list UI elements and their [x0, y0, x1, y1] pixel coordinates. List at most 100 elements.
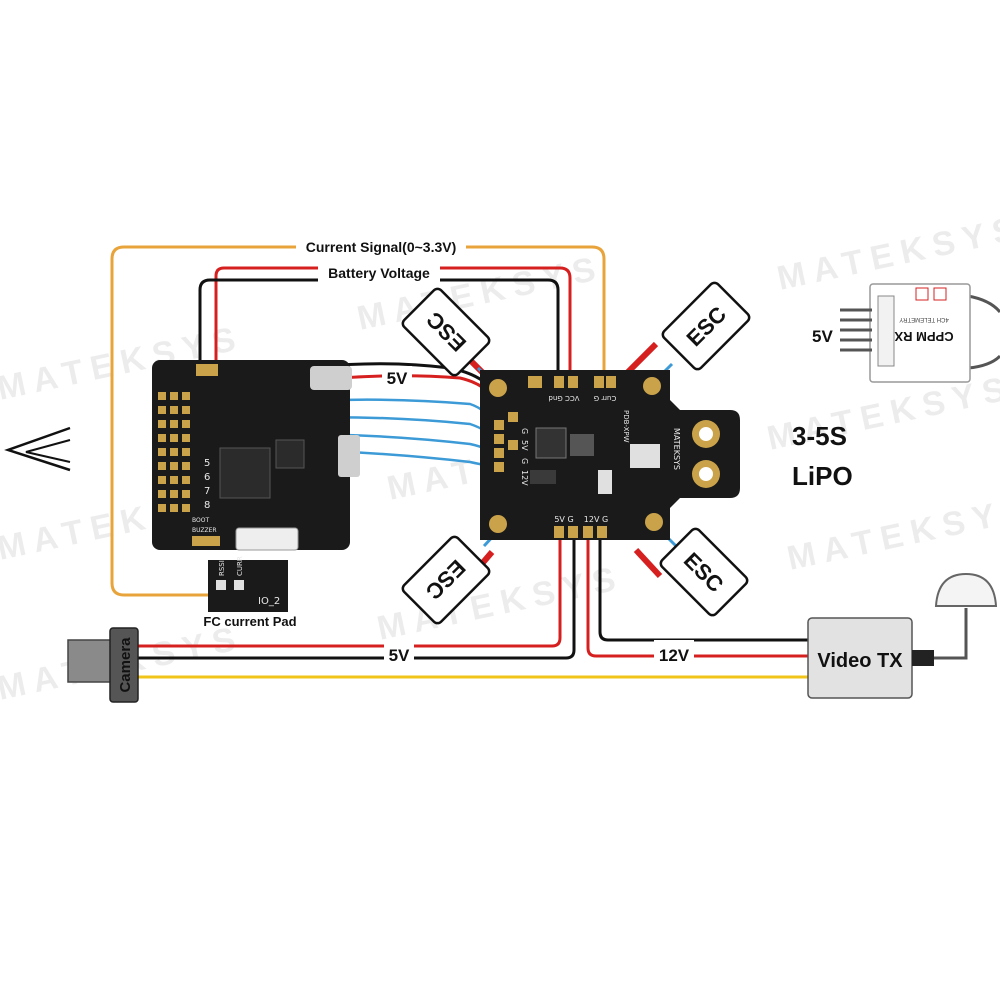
pdb-model-silk: PDB-XPW	[622, 410, 630, 443]
fc-usb-port	[338, 435, 360, 477]
svg-text:5: 5	[204, 458, 210, 469]
vtx-12v-label: 12V	[659, 646, 690, 665]
pdb-left-pad-silk: G 5V G 12V	[520, 428, 529, 486]
rx-telemetry-label: 4CH TELEMETRY	[899, 316, 948, 322]
vtx-12v-red-wire	[586, 538, 808, 658]
video-tx-label: Video TX	[817, 650, 903, 672]
camera-lens	[67, 639, 115, 683]
label-bg	[382, 366, 412, 388]
fc-current-pad-board: RSSI CURR IO_2	[208, 556, 288, 612]
fc-jst-connector	[235, 527, 299, 551]
svg-text:8: 8	[204, 500, 210, 511]
label-bg	[318, 262, 440, 282]
pdb-pad	[528, 376, 542, 388]
pdb-pad	[494, 448, 504, 458]
pdb-regulator	[570, 434, 594, 456]
battery-voltage-label: Battery Voltage	[328, 265, 430, 281]
rx-led	[933, 287, 947, 301]
rx-model-label: CPPM RX	[894, 329, 954, 344]
rx-led	[915, 287, 929, 301]
pdb-mount-hole	[489, 515, 507, 533]
pdb-chip	[530, 470, 556, 484]
pdb-mount-hole	[489, 379, 507, 397]
fc-buzzer-label: BUZZER	[192, 527, 217, 534]
current-signal-wire	[110, 245, 606, 597]
rx-5v-label: 5V	[812, 327, 833, 346]
rx-connector	[877, 295, 895, 367]
watermark: MATEKSYS	[784, 489, 1000, 578]
vtx-antenna-icon	[934, 572, 998, 607]
camera-5v-label: 5V	[389, 646, 410, 665]
pdb-pad	[568, 526, 578, 538]
pdb-pad	[494, 462, 504, 472]
camera-5v-red-wire	[136, 538, 562, 648]
forward-direction-icon	[4, 426, 71, 472]
esc-top-right: ESC	[661, 281, 751, 371]
fc-boot-label: BOOT	[192, 517, 209, 524]
rx-antenna	[967, 294, 1000, 314]
fc-gyro-chip	[275, 439, 305, 469]
pdb-capacitor	[598, 470, 612, 494]
pdb-shunt-resistor	[630, 444, 660, 468]
pdb-pad	[583, 526, 593, 538]
pdb-pad	[594, 376, 604, 388]
pdb-inductor	[535, 427, 567, 459]
current-signal-label: Current Signal(0~3.3V)	[306, 239, 457, 255]
svg-text:G: G	[520, 458, 529, 464]
vtx-antenna-connector	[912, 650, 934, 666]
svg-text:G: G	[520, 428, 529, 434]
rx-antenna	[967, 354, 1000, 370]
pdb-pad	[568, 376, 578, 388]
video-tx: Video TX	[807, 572, 998, 699]
vtx-12v-black-wire	[598, 538, 808, 642]
svg-text:7: 7	[204, 486, 210, 497]
lipo-cells-label: 3-5S	[792, 421, 847, 451]
pdb-pad	[494, 434, 504, 444]
label-bg	[296, 236, 466, 256]
pdb-5v-g-silk: 5V G	[554, 515, 573, 524]
flight-controller: 5 6 7 8 BOOT BUZZER	[152, 360, 360, 551]
pdb-12v-g-silk: 12V G	[584, 515, 608, 524]
pdb-mount-hole	[643, 377, 661, 395]
lipo-label: LiPO	[792, 461, 853, 491]
pdb-pad	[554, 526, 564, 538]
svg-text:6: 6	[204, 472, 210, 483]
label-bg	[384, 640, 414, 664]
fc-current-pad-label: FC current Pad	[203, 614, 296, 629]
pdb-pad	[597, 526, 607, 538]
fc-pin-numbers: 5 6 7 8	[204, 458, 210, 511]
label-bg	[654, 640, 694, 664]
forward-direction-inner-icon	[25, 439, 71, 463]
fc-buzzer-pads	[192, 536, 220, 546]
fc-led-connector	[310, 366, 352, 390]
fc-mcu-chip	[219, 447, 271, 499]
camera: Camera	[67, 627, 139, 703]
fc-vbat-pads	[196, 364, 218, 376]
fc-io-silk: IO_2	[258, 596, 280, 607]
pdb-pad	[508, 440, 518, 450]
svg-text:12V: 12V	[520, 470, 529, 486]
rx-pins	[840, 308, 872, 352]
pdb-pad	[508, 412, 518, 422]
pdb-vcc-gnd-silk: VCC Gnd	[548, 394, 579, 402]
esc-top-left: ESC	[401, 287, 491, 377]
pdb-curr-silk: Curr G	[594, 394, 617, 402]
svg-text:5V: 5V	[520, 440, 529, 451]
pdb-mount-hole	[645, 513, 663, 531]
fc-5v-label: 5V	[387, 369, 408, 388]
pdb-pad	[494, 420, 504, 430]
esc-bottom-left: ESC	[401, 535, 491, 625]
camera-label: Camera	[117, 637, 134, 693]
fc-rssi-silk: RSSI	[218, 560, 226, 576]
pdb-pad	[554, 376, 564, 388]
pdb-brand-silk: MATEKSYS	[672, 428, 681, 470]
fc-curr-silk: CURR	[236, 556, 244, 576]
power-distribution-board: VCC Gnd Curr G G 5V G 12V 5V G 12V G MAT…	[480, 370, 740, 540]
pdb-pad	[606, 376, 616, 388]
fc-pin-header	[158, 392, 190, 512]
vtx-antenna-cable	[934, 608, 968, 660]
esc-bottom-right: ESC	[659, 527, 749, 617]
cppm-receiver: CPPM RX 4CH TELEMETRY	[840, 283, 1000, 383]
camera-5v-black-wire	[136, 538, 576, 660]
